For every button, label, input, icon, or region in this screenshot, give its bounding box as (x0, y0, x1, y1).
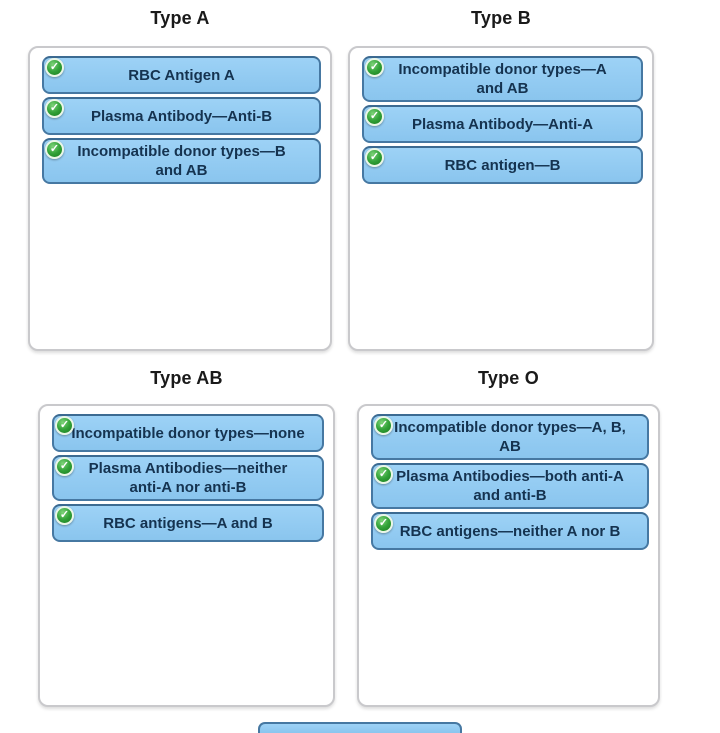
chip-label: Plasma Antibodies—neither anti-A nor ant… (88, 460, 288, 496)
answer-chip[interactable]: RBC antigens—neither A nor B (371, 512, 649, 550)
chip-label: RBC antigens—A and B (103, 514, 273, 532)
chip-label: Incompatible donor types—A, B, AB (394, 419, 626, 455)
check-icon (45, 58, 64, 77)
group-type-o: Type O Incompatible donor types—A, B, AB… (357, 366, 660, 707)
check-icon (45, 99, 64, 118)
chip-label: RBC Antigen A (128, 66, 235, 84)
answer-chip[interactable]: Plasma Antibodies—neither anti-A nor ant… (52, 455, 324, 501)
answer-chip[interactable]: Incompatible donor types—A and AB (362, 56, 643, 102)
answer-chip[interactable]: Plasma Antibody—Anti-B (42, 97, 321, 135)
check-icon (55, 457, 74, 476)
group-title: Type O (478, 368, 539, 388)
answer-chip[interactable]: RBC Antigen A (42, 56, 321, 94)
check-icon (365, 107, 384, 126)
dropzone-type-o[interactable]: Incompatible donor types—A, B, AB Plasma… (357, 404, 660, 707)
chip-label: Plasma Antibodies—both anti-A and anti-B (396, 468, 624, 504)
chip-label: Incompatible donor types—A and AB (398, 61, 607, 97)
answer-chip[interactable]: Incompatible donor types—A, B, AB (371, 414, 649, 460)
partially-visible-chip[interactable] (258, 722, 462, 733)
group-type-a: Type A RBC Antigen A Plasma Antibody—Ant… (28, 6, 332, 351)
answer-chip[interactable]: Incompatible donor types—B and AB (42, 138, 321, 184)
answer-chip[interactable]: RBC antigens—A and B (52, 504, 324, 542)
chip-label: Incompatible donor types—B and AB (77, 143, 286, 179)
group-type-b: Type B Incompatible donor types—A and AB… (348, 6, 654, 351)
group-type-ab: Type AB Incompatible donor types—none Pl… (38, 366, 335, 707)
chip-label: Plasma Antibody—Anti-B (90, 107, 273, 125)
chip-label: RBC antigens—neither A nor B (399, 522, 621, 540)
dropzone-type-ab[interactable]: Incompatible donor types—none Plasma Ant… (38, 404, 335, 707)
check-icon (374, 465, 393, 484)
answer-chip[interactable]: Incompatible donor types—none (52, 414, 324, 452)
group-title: Type AB (150, 368, 223, 388)
check-icon (55, 506, 74, 525)
chip-label: Incompatible donor types—none (71, 424, 305, 442)
chip-label: RBC antigen—B (444, 156, 561, 174)
dropzone-type-a[interactable]: RBC Antigen A Plasma Antibody—Anti-B Inc… (28, 46, 332, 351)
check-icon (365, 148, 384, 167)
dropzone-type-b[interactable]: Incompatible donor types—A and AB Plasma… (348, 46, 654, 351)
check-icon (45, 140, 64, 159)
check-icon (365, 58, 384, 77)
group-title: Type B (471, 8, 531, 28)
check-icon (374, 416, 393, 435)
answer-chip[interactable]: Plasma Antibodies—both anti-A and anti-B (371, 463, 649, 509)
answer-chip[interactable]: Plasma Antibody—Anti-A (362, 105, 643, 143)
group-title: Type A (150, 8, 210, 28)
answer-chip[interactable]: RBC antigen—B (362, 146, 643, 184)
check-icon (374, 514, 393, 533)
check-icon (55, 416, 74, 435)
chip-label: Plasma Antibody—Anti-A (411, 115, 594, 133)
